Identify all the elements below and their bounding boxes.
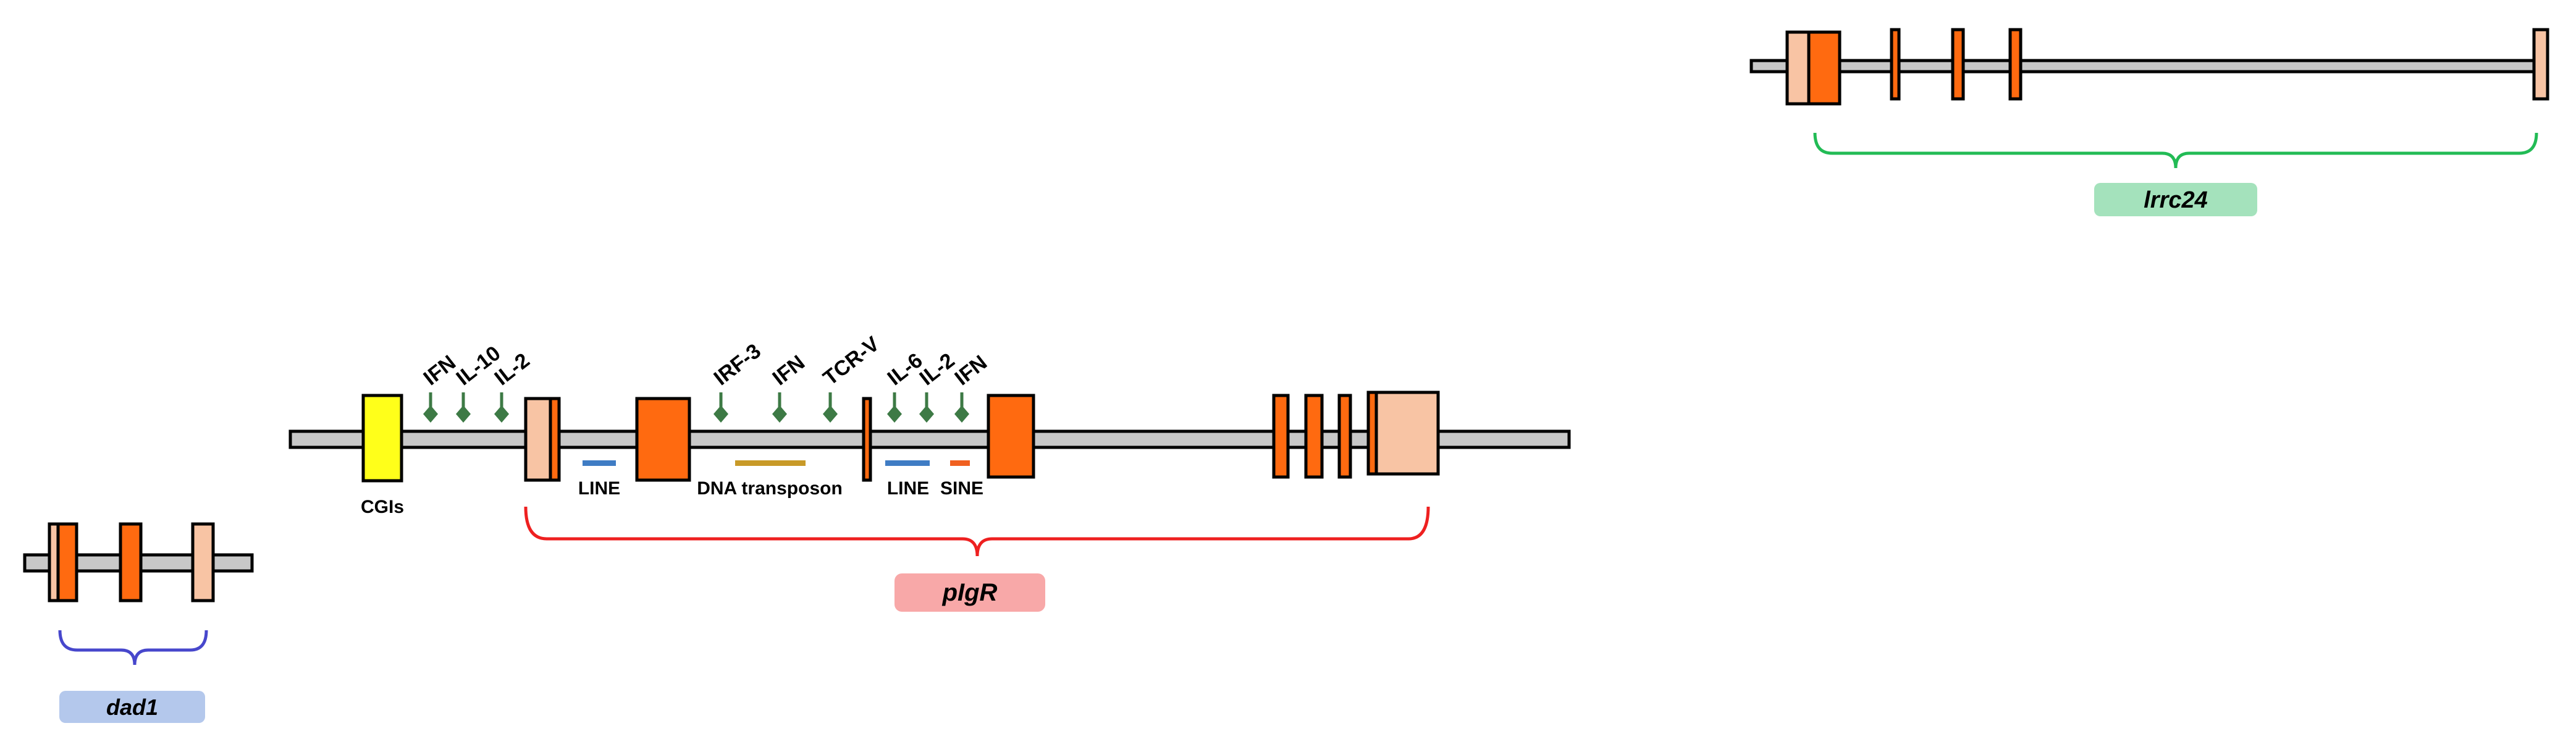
tf-site-il6: IL-6: [883, 349, 927, 423]
repeat-line-2-label: LINE: [887, 478, 929, 499]
lrrc24-exon-2: [1890, 28, 1901, 101]
pigr-exon-3: [862, 397, 872, 482]
lrrc24-exon-4: [2008, 28, 2022, 101]
dad1-locus: dad1: [23, 522, 254, 723]
cgi-label: CGIs: [361, 497, 404, 517]
tf-label-ifn-2: IFN: [768, 351, 810, 391]
pigr-backbone: [288, 429, 1571, 449]
dad1-bracket: [58, 630, 208, 665]
dad1-label: dad1: [106, 695, 158, 720]
repeat-dna-transposon-label: DNA transposon: [697, 478, 843, 499]
tf-label-irf3: IRF-3: [710, 339, 765, 390]
lrrc24-exon-3: [1951, 28, 1965, 101]
dad1-label-bg: [59, 691, 205, 723]
pigr-exon-1-cds: [549, 397, 561, 482]
tf-site-ifn-2: IFN: [768, 351, 810, 423]
lrrc24-backbone: [1749, 59, 2547, 74]
tf-site-irf3: IRF-3: [710, 339, 765, 423]
dad1-exon-3-utr: [191, 522, 215, 602]
repeat-line-2-bar: [885, 460, 930, 466]
repeat-sine-label: SINE: [940, 478, 983, 499]
lrrc24-bracket: [1813, 132, 2538, 169]
pigr-exon-5: [1272, 394, 1290, 479]
repeat-line-1-label: LINE: [578, 478, 620, 499]
tf-label-tcrv: TCR-V: [819, 332, 885, 390]
lrrc24-exon-5-utr: [2532, 28, 2549, 101]
dad1-exon-2: [119, 522, 143, 602]
pigr-exon-2: [635, 397, 691, 482]
tf-site-ifn-1: IFN: [419, 351, 460, 423]
lrrc24-exon-1-utr: [1785, 30, 1811, 106]
tf-site-il10: IL-10: [452, 342, 505, 423]
pigr-bracket: [524, 506, 1430, 557]
lrrc24-label-bg: [2094, 183, 2257, 216]
repeat-dna-transposon-bar: [735, 460, 806, 466]
pigr-exon-7: [1337, 394, 1352, 479]
lrrc24-exon-1-cds: [1807, 30, 1842, 106]
repeat-sine-bar: [950, 460, 970, 466]
tf-label-ifn-3: IFN: [951, 351, 992, 391]
lrrc24-label: lrrc24: [2144, 187, 2208, 213]
pigr-locus: CGIs IFN IL-10 IL-2 IRF: [288, 332, 1571, 612]
cgi-block: [361, 394, 403, 483]
lrrc24-locus: lrrc24: [1749, 28, 2549, 216]
pigr-exon-8-utr: [1374, 391, 1440, 476]
tf-site-ifn-3: IFN: [951, 351, 992, 423]
pigr-exon-1-utr: [524, 397, 552, 482]
pigr-exon-6: [1304, 394, 1324, 479]
pigr-exon-4: [987, 394, 1035, 479]
pigr-label: pIgR: [942, 579, 998, 606]
repeat-line-1-bar: [583, 460, 616, 466]
dad1-exon-1-cds: [56, 522, 78, 602]
tf-site-tcrv: TCR-V: [819, 332, 885, 423]
tf-site-il2-2: IL-2: [915, 349, 959, 423]
pigr-label-bg: [894, 573, 1045, 612]
